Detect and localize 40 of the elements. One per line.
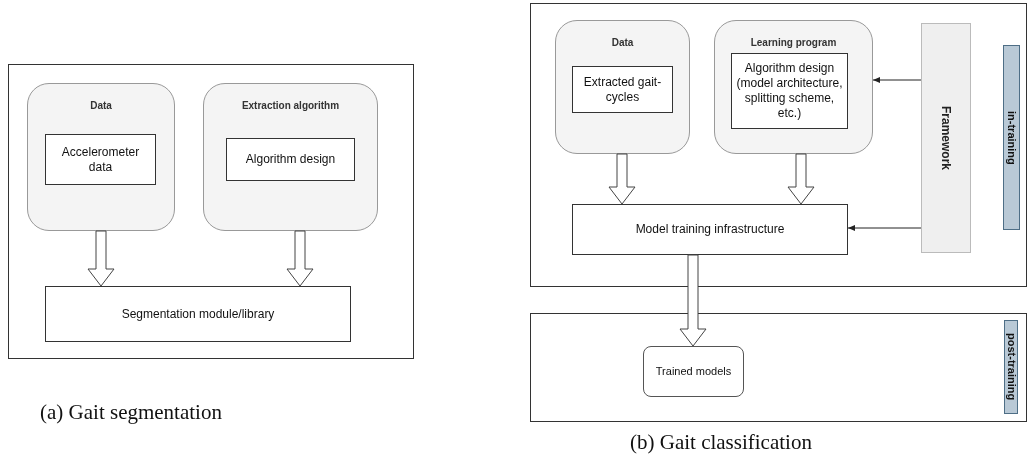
hollow-arrow bbox=[286, 230, 314, 287]
process-box bbox=[731, 53, 848, 129]
group-title: Learning program bbox=[750, 36, 837, 50]
arrow bbox=[872, 77, 922, 83]
stage-tag bbox=[1003, 45, 1020, 230]
group-box bbox=[555, 20, 690, 154]
group-title: Data bbox=[611, 36, 634, 50]
box-label: Algorithm design bbox=[245, 152, 336, 167]
tag-label: post-training bbox=[1005, 333, 1017, 401]
stage-frame bbox=[530, 313, 1027, 422]
box-label: Model training infrastructure bbox=[635, 222, 785, 237]
arrow bbox=[847, 225, 922, 231]
group-box bbox=[203, 83, 378, 231]
process-box bbox=[572, 66, 673, 113]
stage-frame bbox=[530, 3, 1027, 287]
process-box bbox=[643, 346, 744, 397]
hollow-arrow bbox=[87, 230, 115, 287]
panel-frame bbox=[8, 64, 414, 359]
process-box bbox=[572, 204, 848, 255]
process-box bbox=[226, 138, 355, 181]
group-title: Data bbox=[90, 99, 112, 113]
hollow-arrow bbox=[787, 153, 815, 205]
group-title: Extraction algorithm bbox=[241, 99, 340, 113]
hollow-arrow bbox=[679, 254, 707, 347]
box-label: Accelerometer data bbox=[60, 144, 141, 175]
process-box bbox=[45, 134, 156, 185]
box-label: Extracted gait-cycles bbox=[582, 74, 663, 105]
box-label: Trained models bbox=[655, 364, 732, 380]
box-label: Algorithm design (model architecture, splitting scheme, etc.) bbox=[736, 61, 843, 121]
bar-label: Framework bbox=[938, 106, 954, 170]
figure-caption: (b) Gait classification bbox=[630, 429, 812, 456]
figure-caption: (a) Gait segmentation bbox=[40, 399, 222, 426]
group-box bbox=[27, 83, 175, 231]
framework-bar bbox=[921, 23, 971, 253]
process-box bbox=[45, 286, 351, 342]
group-box bbox=[714, 20, 873, 154]
hollow-arrow bbox=[608, 153, 636, 205]
stage-tag bbox=[1004, 320, 1018, 414]
tag-label: in-training bbox=[1006, 110, 1017, 165]
box-label: Segmentation module/library bbox=[121, 306, 275, 322]
